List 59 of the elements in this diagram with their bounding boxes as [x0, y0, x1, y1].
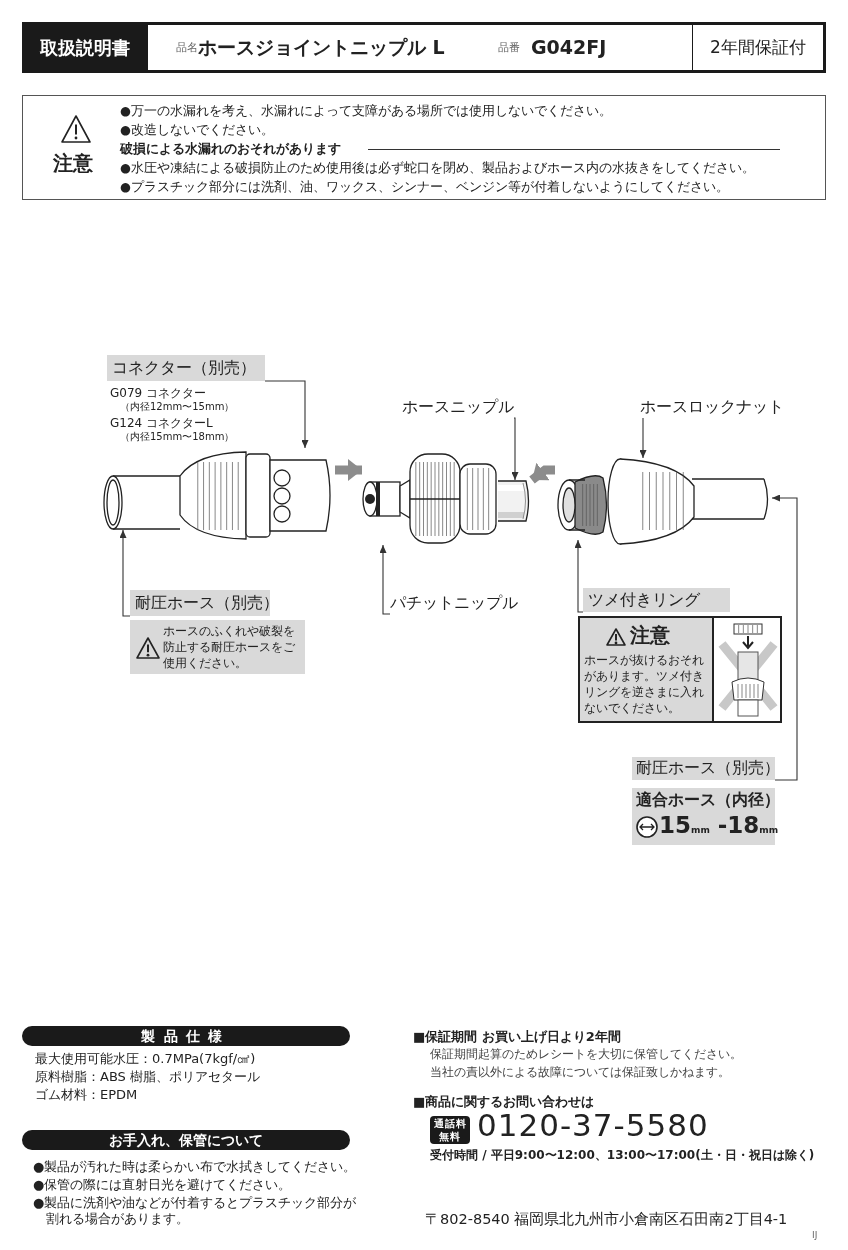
spec-text: 原料樹脂：ABS 樹脂、ポリアセタール: [35, 1069, 260, 1086]
caution-heading: 注意: [630, 623, 670, 648]
warning-text: ●万一の水漏れを考え、水漏れによって支障がある場所では使用しないでください。: [120, 103, 612, 119]
spec-text: ゴム材料：EPDM: [35, 1087, 138, 1104]
warning-text: ●プラスチック部分には洗剤、油、ワックス、シンナー、ベンジン等が付着しないようにしてください。: [120, 179, 729, 195]
warranty-heading: ■保証期間 お買い上げ日より2年間: [413, 1029, 621, 1046]
model-note: （内径15mm〜18mm）: [120, 431, 235, 444]
lock-nut-drawing: [606, 458, 692, 545]
care-note: ●保管の際には直射日光を避けてください。: [33, 1177, 292, 1194]
leader-line: [771, 494, 798, 781]
header-box: [148, 22, 693, 73]
note-text: 保証期間起算のためレシートを大切に保管してください。: [430, 1047, 742, 1062]
field-label: 品番: [498, 41, 520, 55]
leader-line: [119, 529, 131, 617]
warranty-box: 2年間保証付: [693, 22, 826, 73]
care-note: ●製品に洗剤や油などが付着するとプラスチック部分が割れる場合があります。: [33, 1195, 358, 1228]
leader-line: [574, 539, 584, 613]
part-label: ホースニップル: [402, 396, 514, 418]
push-arrow: [335, 459, 362, 481]
caution-box: [578, 616, 782, 723]
label-band: ツメ付きリング: [583, 588, 730, 612]
model-note: G079 コネクター: [110, 386, 207, 401]
leader-line: [511, 417, 519, 481]
push-arrow: [529, 462, 555, 484]
leader-line: [639, 417, 647, 459]
address-text: 〒802-8540 福岡県北九州市小倉南区石田南2丁目4-1: [425, 1210, 788, 1229]
product-name: ホースジョイントニップル L: [198, 36, 445, 60]
care-note: ●製品が汚れた時は柔らかい布で水拭きしてください。: [33, 1159, 357, 1176]
leader-line: [379, 544, 391, 615]
caution-box: [22, 95, 826, 200]
page-code: IJ: [812, 1230, 818, 1242]
note-box: [130, 620, 305, 674]
caution-text: ホースが抜けるおそれがあります。ツメ付きリングを逆さまに入れないでください。: [584, 652, 705, 716]
model-note: （内径12mm〜15mm）: [120, 401, 235, 414]
section-band: 製品仕様: [22, 1026, 350, 1046]
label-band: 耐圧ホース（別売）: [130, 590, 270, 616]
nipple-tube-drawing: [498, 480, 532, 522]
caution-heading: 注意: [53, 151, 93, 176]
hours-text: 受付時間 / 平日9:00〜12:00、13:00〜17:00(土・日・祝日は除く): [430, 1148, 815, 1163]
note-text: 当社の責以外による故障については保証致しかねます。: [430, 1065, 730, 1080]
label-band: コネクター（別売）: [107, 355, 265, 381]
product-code: G042FJ: [531, 36, 607, 60]
section-band: お手入れ、保管について: [22, 1130, 350, 1150]
note-text: ホースのふくれや破裂を防止する耐圧ホースをご使用ください。: [163, 623, 296, 671]
warning-subheading: 破損による水漏れのおそれがあります: [120, 141, 341, 157]
fit-heading: 適合ホース（内径）: [636, 791, 780, 811]
model-note: G124 コネクターL: [110, 416, 213, 431]
warning-text: ●改造しないでください。: [120, 122, 274, 138]
contact-heading: ■商品に関するお問い合わせは: [413, 1094, 595, 1111]
warning-text: ●水圧や凍結による破損防止のため使用後は必ず蛇口を閉め、製品およびホース内の水抜きをしてください。: [120, 160, 755, 176]
part-label: ホースロックナット: [640, 396, 780, 418]
title-box: 取扱説明書: [22, 22, 148, 73]
hose-drawing: [103, 475, 180, 530]
nipple-drawing: [362, 452, 498, 545]
free-call-badge: 通話料無料: [430, 1116, 470, 1144]
spec-text: 最大使用可能水圧：0.7MPa(7kgf/㎠): [35, 1051, 256, 1068]
leader-line: [264, 380, 309, 449]
field-label: 品名: [176, 41, 198, 54]
label-band: 耐圧ホース（別売）: [632, 757, 775, 780]
